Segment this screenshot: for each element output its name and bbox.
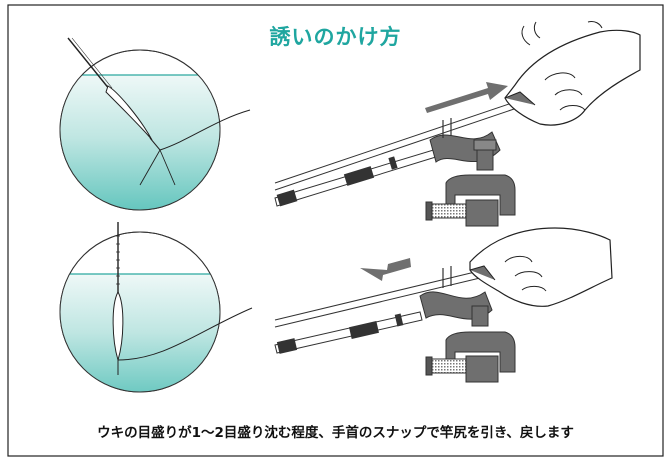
rod-scene-return xyxy=(274,227,613,383)
float-diagram-pull xyxy=(59,37,251,211)
rod-scene-pull xyxy=(274,21,641,227)
panel-border xyxy=(7,4,664,457)
caption: ウキの目盛りが1〜2目盛り沈む程度、手首のスナップで竿尻を引き、戻します xyxy=(97,425,574,441)
float-diagram-return xyxy=(59,222,253,393)
return-arrow-icon xyxy=(360,258,411,281)
pull-arrow-icon xyxy=(425,82,508,113)
hand-icon xyxy=(504,29,641,126)
hand-icon xyxy=(469,227,613,307)
float-tip-icon xyxy=(67,37,111,91)
page-title: 誘いのかけ方 xyxy=(269,25,402,49)
